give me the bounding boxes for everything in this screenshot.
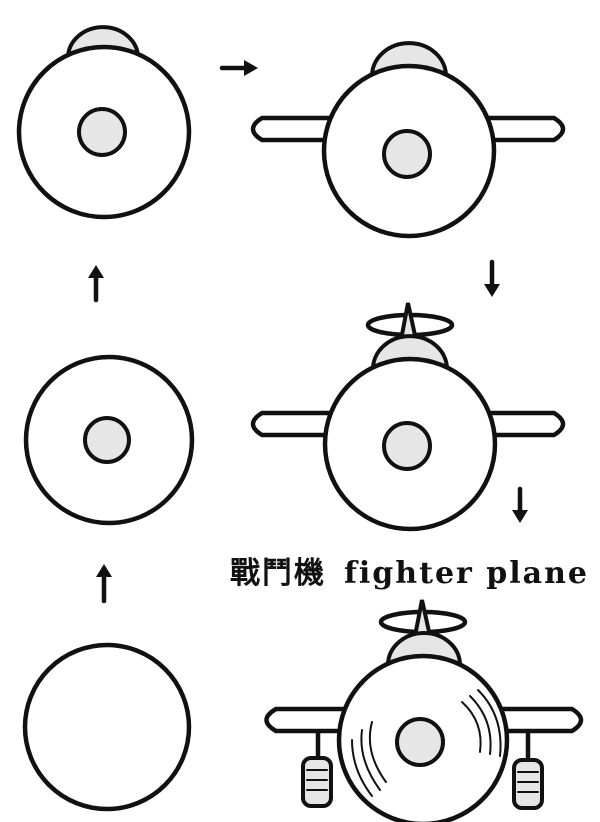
wing-left <box>250 115 333 143</box>
body-circle <box>22 642 192 812</box>
arrow-up <box>96 564 112 604</box>
propeller-blur <box>351 689 502 797</box>
arrow-right <box>219 60 258 76</box>
wheel-left <box>301 756 333 808</box>
nose-circle <box>77 107 127 157</box>
nose-circle <box>382 129 432 179</box>
arrow-up <box>88 265 104 303</box>
landing-wheels <box>301 725 544 810</box>
wing-right <box>483 115 566 143</box>
step-3 <box>16 25 192 220</box>
nose-circle <box>382 421 432 471</box>
wing-right <box>493 706 584 734</box>
caption: 戰鬥機 fighter plane <box>230 548 589 592</box>
step-5 <box>250 302 566 532</box>
arrow-down <box>484 259 500 297</box>
wing-right <box>483 410 566 438</box>
wing-left <box>264 706 353 734</box>
step-1 <box>22 642 192 812</box>
arrow-down <box>512 486 528 523</box>
nose-circle <box>395 717 445 767</box>
caption-english: fighter plane <box>344 556 589 591</box>
tail-fin <box>412 599 433 638</box>
nose-circle <box>83 416 131 464</box>
step-2 <box>23 354 195 526</box>
wheel-right <box>512 758 544 810</box>
step-6 <box>264 599 584 822</box>
caption-chinese: 戰鬥機 <box>230 556 326 591</box>
step-4 <box>250 41 566 239</box>
wing-left <box>250 410 333 438</box>
